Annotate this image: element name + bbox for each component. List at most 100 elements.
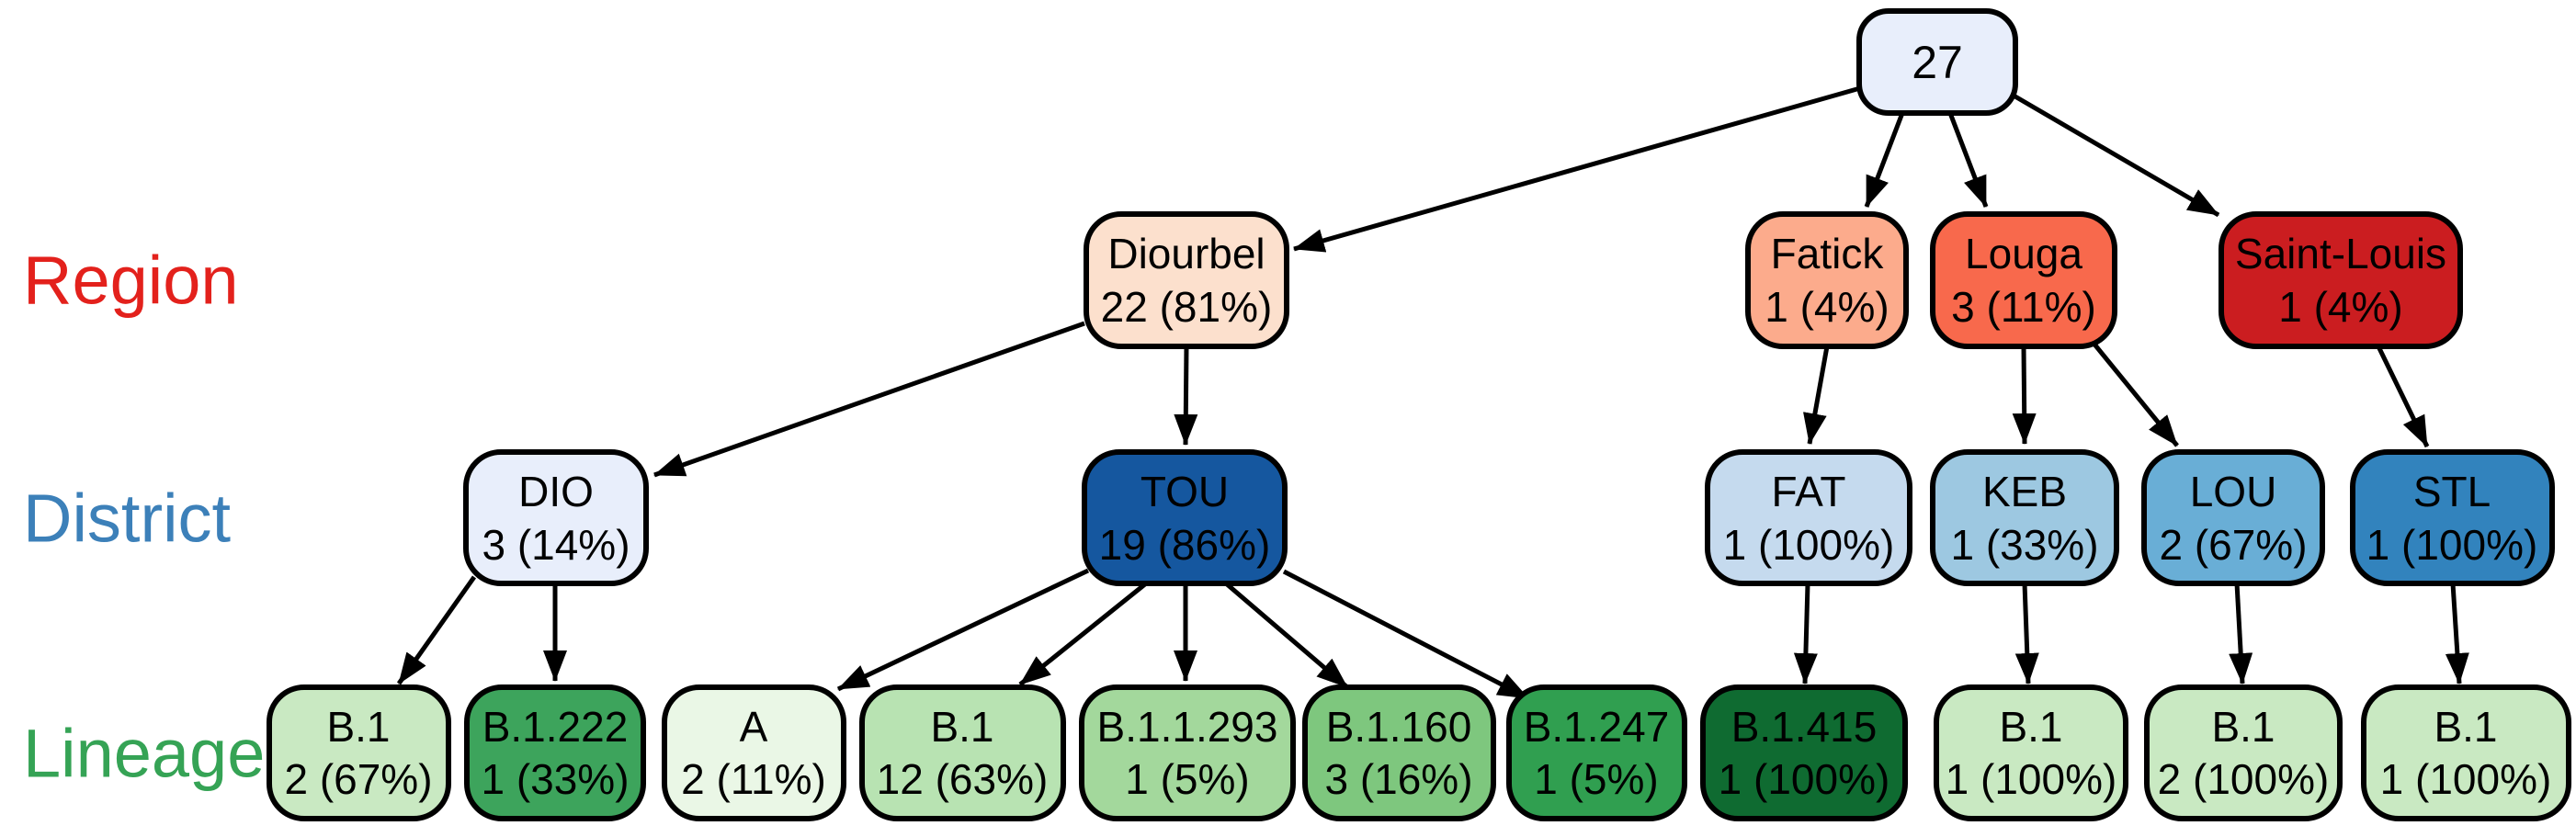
node-district-keb: KEB 1 (33%) xyxy=(1930,449,2119,586)
node-count: 1 (5%) xyxy=(1125,755,1249,803)
node-root-box xyxy=(1856,8,2018,116)
node-box xyxy=(1930,449,2119,586)
node-name: Louga xyxy=(1965,230,2082,277)
node-count: 1 (33%) xyxy=(481,755,629,803)
node-box xyxy=(1084,211,1289,349)
node-name: B.1.222 xyxy=(482,703,629,751)
node-lineage-b1247: B.1.247 1 (5%) xyxy=(1506,684,1687,821)
edge-lou-b1 xyxy=(2229,583,2253,684)
node-count: 2 (11%) xyxy=(681,755,826,803)
node-box xyxy=(267,684,451,821)
node-count: 19 (86%) xyxy=(1099,521,1271,569)
node-count: 22 (81%) xyxy=(1101,283,1273,331)
node-box xyxy=(2219,211,2463,349)
edge-tou-b1247 xyxy=(1282,569,1530,701)
row-label-region: Region xyxy=(23,243,239,319)
node-count: 3 (14%) xyxy=(482,521,630,569)
node-name: FAT xyxy=(1772,468,1846,515)
node-name: B.1 xyxy=(326,703,390,751)
node-lineage-b1-dio: B.1 2 (67%) xyxy=(267,684,451,821)
edge-tou-a xyxy=(836,568,1090,692)
node-box xyxy=(1079,684,1296,821)
node-name: B.1 xyxy=(930,703,993,751)
node-box xyxy=(662,684,846,821)
node-name: STL xyxy=(2413,468,2491,515)
node-count: 1 (100%) xyxy=(2366,521,2538,569)
node-name: B.1.415 xyxy=(1731,703,1878,751)
node-region-fatick: Fatick 1 (4%) xyxy=(1745,211,1909,349)
edge-tou-b1160 xyxy=(1224,582,1349,689)
node-count: 1 (100%) xyxy=(1719,755,1890,803)
node-name: B.1.247 xyxy=(1524,703,1670,751)
node-box xyxy=(2361,684,2571,821)
edge-root-louga xyxy=(1947,112,1989,208)
node-box xyxy=(1934,684,2128,821)
node-lineage-a: A 2 (11%) xyxy=(662,684,846,821)
node-box xyxy=(1700,684,1908,821)
node-box xyxy=(859,684,1066,821)
node-count: 2 (67%) xyxy=(284,755,432,803)
node-lineage-b11293: B.1.1.293 1 (5%) xyxy=(1079,684,1296,821)
node-name: DIO xyxy=(518,468,594,515)
node-count: 12 (63%) xyxy=(877,755,1049,803)
node-count: 1 (33%) xyxy=(1950,521,2098,569)
node-name: Fatick xyxy=(1771,230,1885,277)
node-box xyxy=(2144,684,2343,821)
edge-stl-b1 xyxy=(2445,583,2469,684)
edge-louga-keb xyxy=(2012,345,2037,445)
node-count: 1 (100%) xyxy=(1723,521,1895,569)
node-box xyxy=(2141,449,2325,586)
row-label-lineage: Lineage xyxy=(23,716,265,792)
edge-root-fatick xyxy=(1864,112,1905,208)
edge-louga-lou xyxy=(2090,339,2179,447)
node-box xyxy=(1082,449,1288,586)
edge-fatick-fat xyxy=(1803,345,1830,445)
node-box xyxy=(1930,211,2117,349)
node-lineage-b1-tou: B.1 12 (63%) xyxy=(859,684,1066,821)
node-root: 27 xyxy=(1856,8,2018,116)
node-box xyxy=(1745,211,1909,349)
node-district-tou: TOU 19 (86%) xyxy=(1082,449,1288,586)
node-name: B.1.1.293 xyxy=(1097,703,1278,751)
node-district-lou: LOU 2 (67%) xyxy=(2141,449,2325,586)
node-lineage-b1-keb: B.1 1 (100%) xyxy=(1934,684,2128,821)
node-box xyxy=(1705,449,1912,586)
node-lineage-b1222: B.1.222 1 (33%) xyxy=(464,684,646,821)
node-box xyxy=(464,684,646,821)
node-lineage-b1160: B.1.160 3 (16%) xyxy=(1302,684,1496,821)
node-name: A xyxy=(740,703,768,751)
node-region-louga: Louga 3 (11%) xyxy=(1930,211,2117,349)
node-region-saint-louis: Saint-Louis 1 (4%) xyxy=(2219,211,2463,349)
node-name: B.1.160 xyxy=(1326,703,1472,751)
row-label-district: District xyxy=(23,481,232,557)
row-labels: Region District Lineage xyxy=(23,243,265,792)
node-count: 1 (4%) xyxy=(1765,283,1889,331)
node-name: B.1 xyxy=(1999,703,2062,751)
node-name: B.1 xyxy=(2434,703,2497,751)
node-count: 1 (5%) xyxy=(1534,755,1658,803)
edge-root-diourbel xyxy=(1293,85,1861,253)
edge-fat-b1415 xyxy=(1793,583,1818,684)
node-lineage-b1415: B.1.415 1 (100%) xyxy=(1700,684,1908,821)
node-count: 3 (11%) xyxy=(1951,283,2096,331)
node-district-dio: DIO 3 (14%) xyxy=(463,449,649,586)
node-lineage-b1-lou: B.1 2 (100%) xyxy=(2144,684,2343,821)
node-box xyxy=(1506,684,1687,821)
node-count: 2 (100%) xyxy=(2158,755,2330,803)
node-district-fat: FAT 1 (100%) xyxy=(1705,449,1912,586)
node-name: Saint-Louis xyxy=(2235,230,2446,277)
node-region-diourbel: Diourbel 22 (81%) xyxy=(1084,211,1289,349)
node-district-stl: STL 1 (100%) xyxy=(2350,449,2555,586)
edge-saint-louis-stl xyxy=(2375,343,2430,448)
node-box xyxy=(2350,449,2555,586)
edge-keb-b1 xyxy=(2014,583,2039,684)
node-name: KEB xyxy=(1982,468,2067,515)
node-count: 2 (67%) xyxy=(2159,521,2307,569)
edge-root-saint-louis xyxy=(2012,93,2220,218)
edge-tou-b1 xyxy=(1018,582,1148,686)
node-box xyxy=(1302,684,1496,821)
node-name: B.1 xyxy=(2211,703,2275,751)
node-lineage-b1-stl: B.1 1 (100%) xyxy=(2361,684,2571,821)
